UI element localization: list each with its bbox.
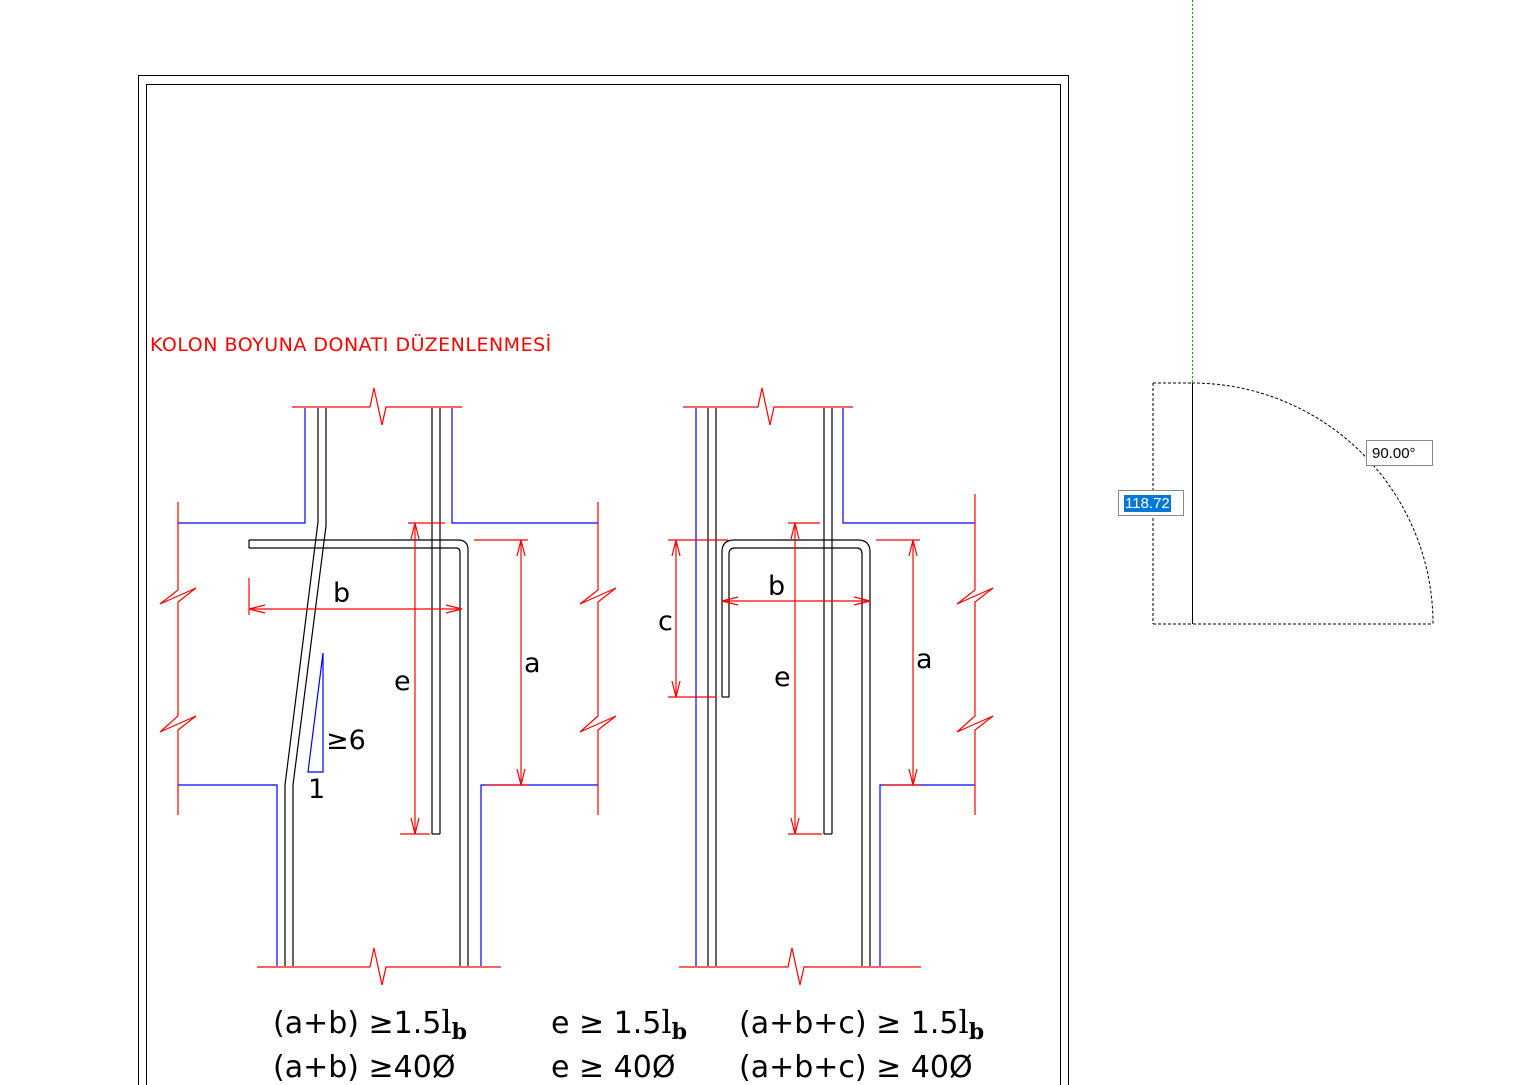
formula-row2-col3: (a+b+c) ≥ 40Ø [739, 1050, 973, 1085]
left-detail [159, 387, 617, 986]
right-break-lines [679, 387, 994, 986]
right-label-a: a [916, 644, 933, 675]
right-dimensions [668, 522, 920, 835]
length-input-field[interactable]: 118.72 [1118, 490, 1184, 516]
length-input-value[interactable]: 118.72 [1124, 495, 1171, 512]
left-label-b: b [333, 578, 351, 609]
left-label-a: a [524, 648, 541, 679]
sheet-outer-frame [138, 75, 1069, 1085]
sheet-inner-frame [146, 84, 1061, 1085]
left-label-one: 1 [308, 774, 326, 805]
right-detail [668, 387, 994, 986]
angle-arc-guide [1152, 382, 1434, 625]
left-rebars [248, 408, 469, 966]
right-rebars [707, 408, 871, 966]
angle-input-field[interactable]: 90.00° [1366, 440, 1433, 466]
left-label-slope: ≥6 [326, 725, 366, 756]
right-concrete-outline [695, 408, 975, 966]
formula-row2-col1: (a+b) ≥40Ø [273, 1050, 456, 1085]
formula-row1-col2: e ≥ 1.5lb [551, 1003, 688, 1045]
formula-row1-col1: (a+b) ≥1.5lb [273, 1003, 467, 1045]
slope-triangle [307, 652, 324, 773]
drawing-title: KOLON BOYUNA DONATI DÜZENLENMESİ [150, 334, 552, 356]
right-label-b: b [768, 571, 786, 602]
left-break-lines [159, 387, 617, 986]
formula-row2-col2: e ≥ 40Ø [551, 1050, 676, 1085]
left-dimensions [248, 522, 528, 835]
formula-row1-col3: (a+b+c) ≥ 1.5lb [739, 1003, 985, 1045]
left-concrete-outline [178, 408, 598, 966]
left-label-e: e [394, 666, 411, 697]
right-label-c: c [658, 606, 673, 637]
right-label-e: e [774, 662, 791, 693]
